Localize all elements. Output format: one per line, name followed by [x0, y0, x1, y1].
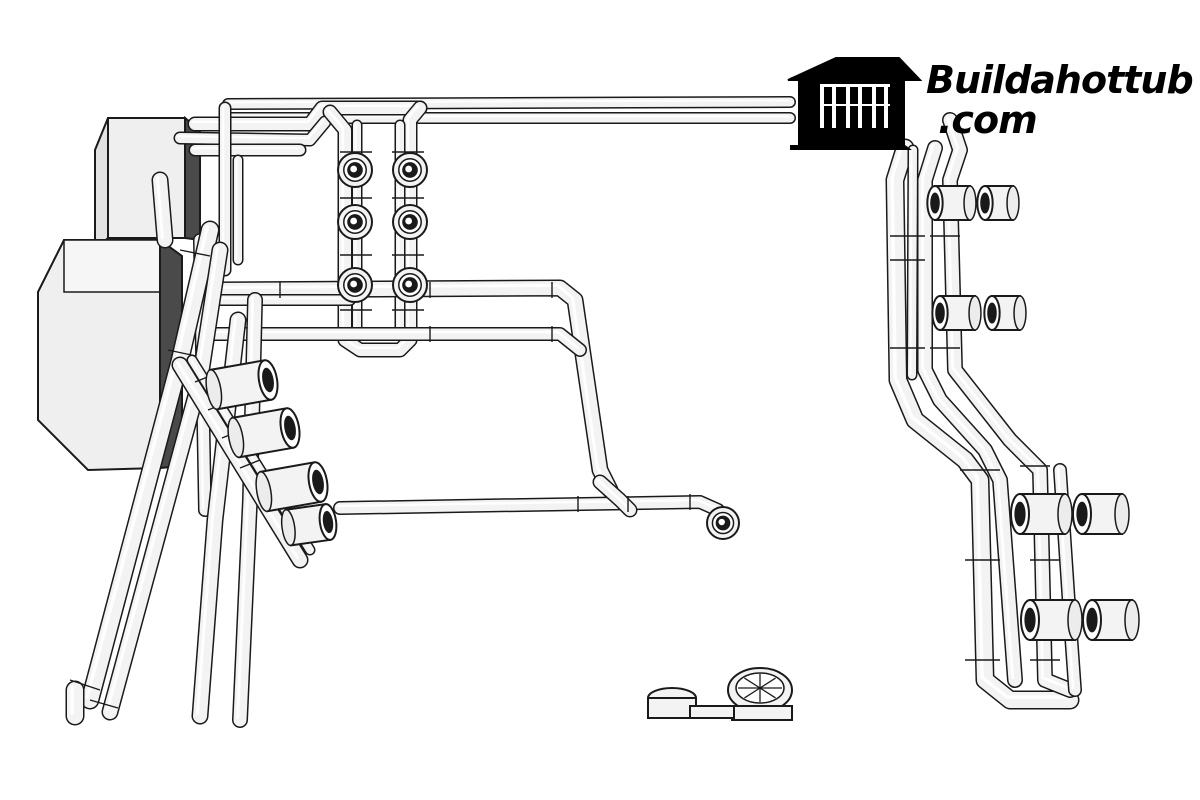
logo-house-icon [787, 57, 923, 150]
pipe-network [65, 96, 1082, 728]
pipe-coupling [239, 459, 261, 469]
right-bank-pipe-inner [942, 112, 1078, 698]
pipe-coupling [89, 699, 119, 709]
pipe-couplings [69, 151, 1060, 709]
side-jet-2-icon [227, 407, 301, 459]
right-bank-rail [906, 144, 919, 381]
equipment-boxes [37, 115, 201, 472]
lower-return-riser [592, 474, 638, 518]
mid-return-pipe [208, 327, 587, 357]
jet-fittings [205, 152, 1140, 721]
logo-wordmark: Buildahottub .com [926, 58, 1194, 142]
right-jet-bottom-2-icon [1082, 599, 1140, 641]
logo-line-1: Buildahottub [926, 58, 1194, 102]
right-jet-mid-1-icon [931, 295, 982, 331]
box-riser-2 [232, 154, 244, 266]
right-jet-bottom-1-icon [1020, 599, 1083, 641]
side-jet-1-icon [205, 359, 279, 411]
right-jet-mid-2-icon [983, 295, 1027, 331]
single-return-jet-icon [706, 506, 740, 540]
skimmer-drain-icon [647, 687, 735, 719]
right-jet-upper-1-icon [926, 185, 977, 221]
manifold-feed-pipe-4 [188, 143, 307, 157]
side-jet-4-icon [280, 503, 338, 547]
manifold-jet-icon [337, 204, 373, 240]
right-jet-lower-1-icon [1010, 493, 1073, 535]
right-jet-lower-2-icon [1072, 493, 1130, 535]
box-riser-1 [218, 101, 232, 277]
blower-riser [151, 171, 174, 249]
suction-stub [65, 680, 85, 726]
manifold-jet-icon [392, 267, 428, 303]
mid-return-pipe-2 [209, 294, 356, 306]
pipe-coupling [179, 249, 211, 257]
pipe-coupling [69, 679, 101, 691]
manifold-jet-icon [392, 152, 428, 188]
side-jet-3-icon [255, 461, 329, 513]
manifold-jet-icon [337, 267, 373, 303]
manifold-jet-icon [392, 204, 428, 240]
pipe-coupling [167, 349, 197, 357]
right-bank-pipe-outer [885, 138, 1080, 710]
manifold-feed-pipe [187, 100, 428, 132]
right-bank-pipe-mid [917, 140, 1023, 688]
logo-line-2: .com [938, 98, 1038, 142]
right-jet-upper-2-icon [976, 185, 1020, 221]
top-header-pipe [222, 96, 796, 110]
manifold-jet-icon [337, 152, 373, 188]
suction-drain-icon [727, 667, 793, 721]
lower-return-pipe [333, 495, 725, 517]
side-jet-manifold [171, 356, 309, 569]
